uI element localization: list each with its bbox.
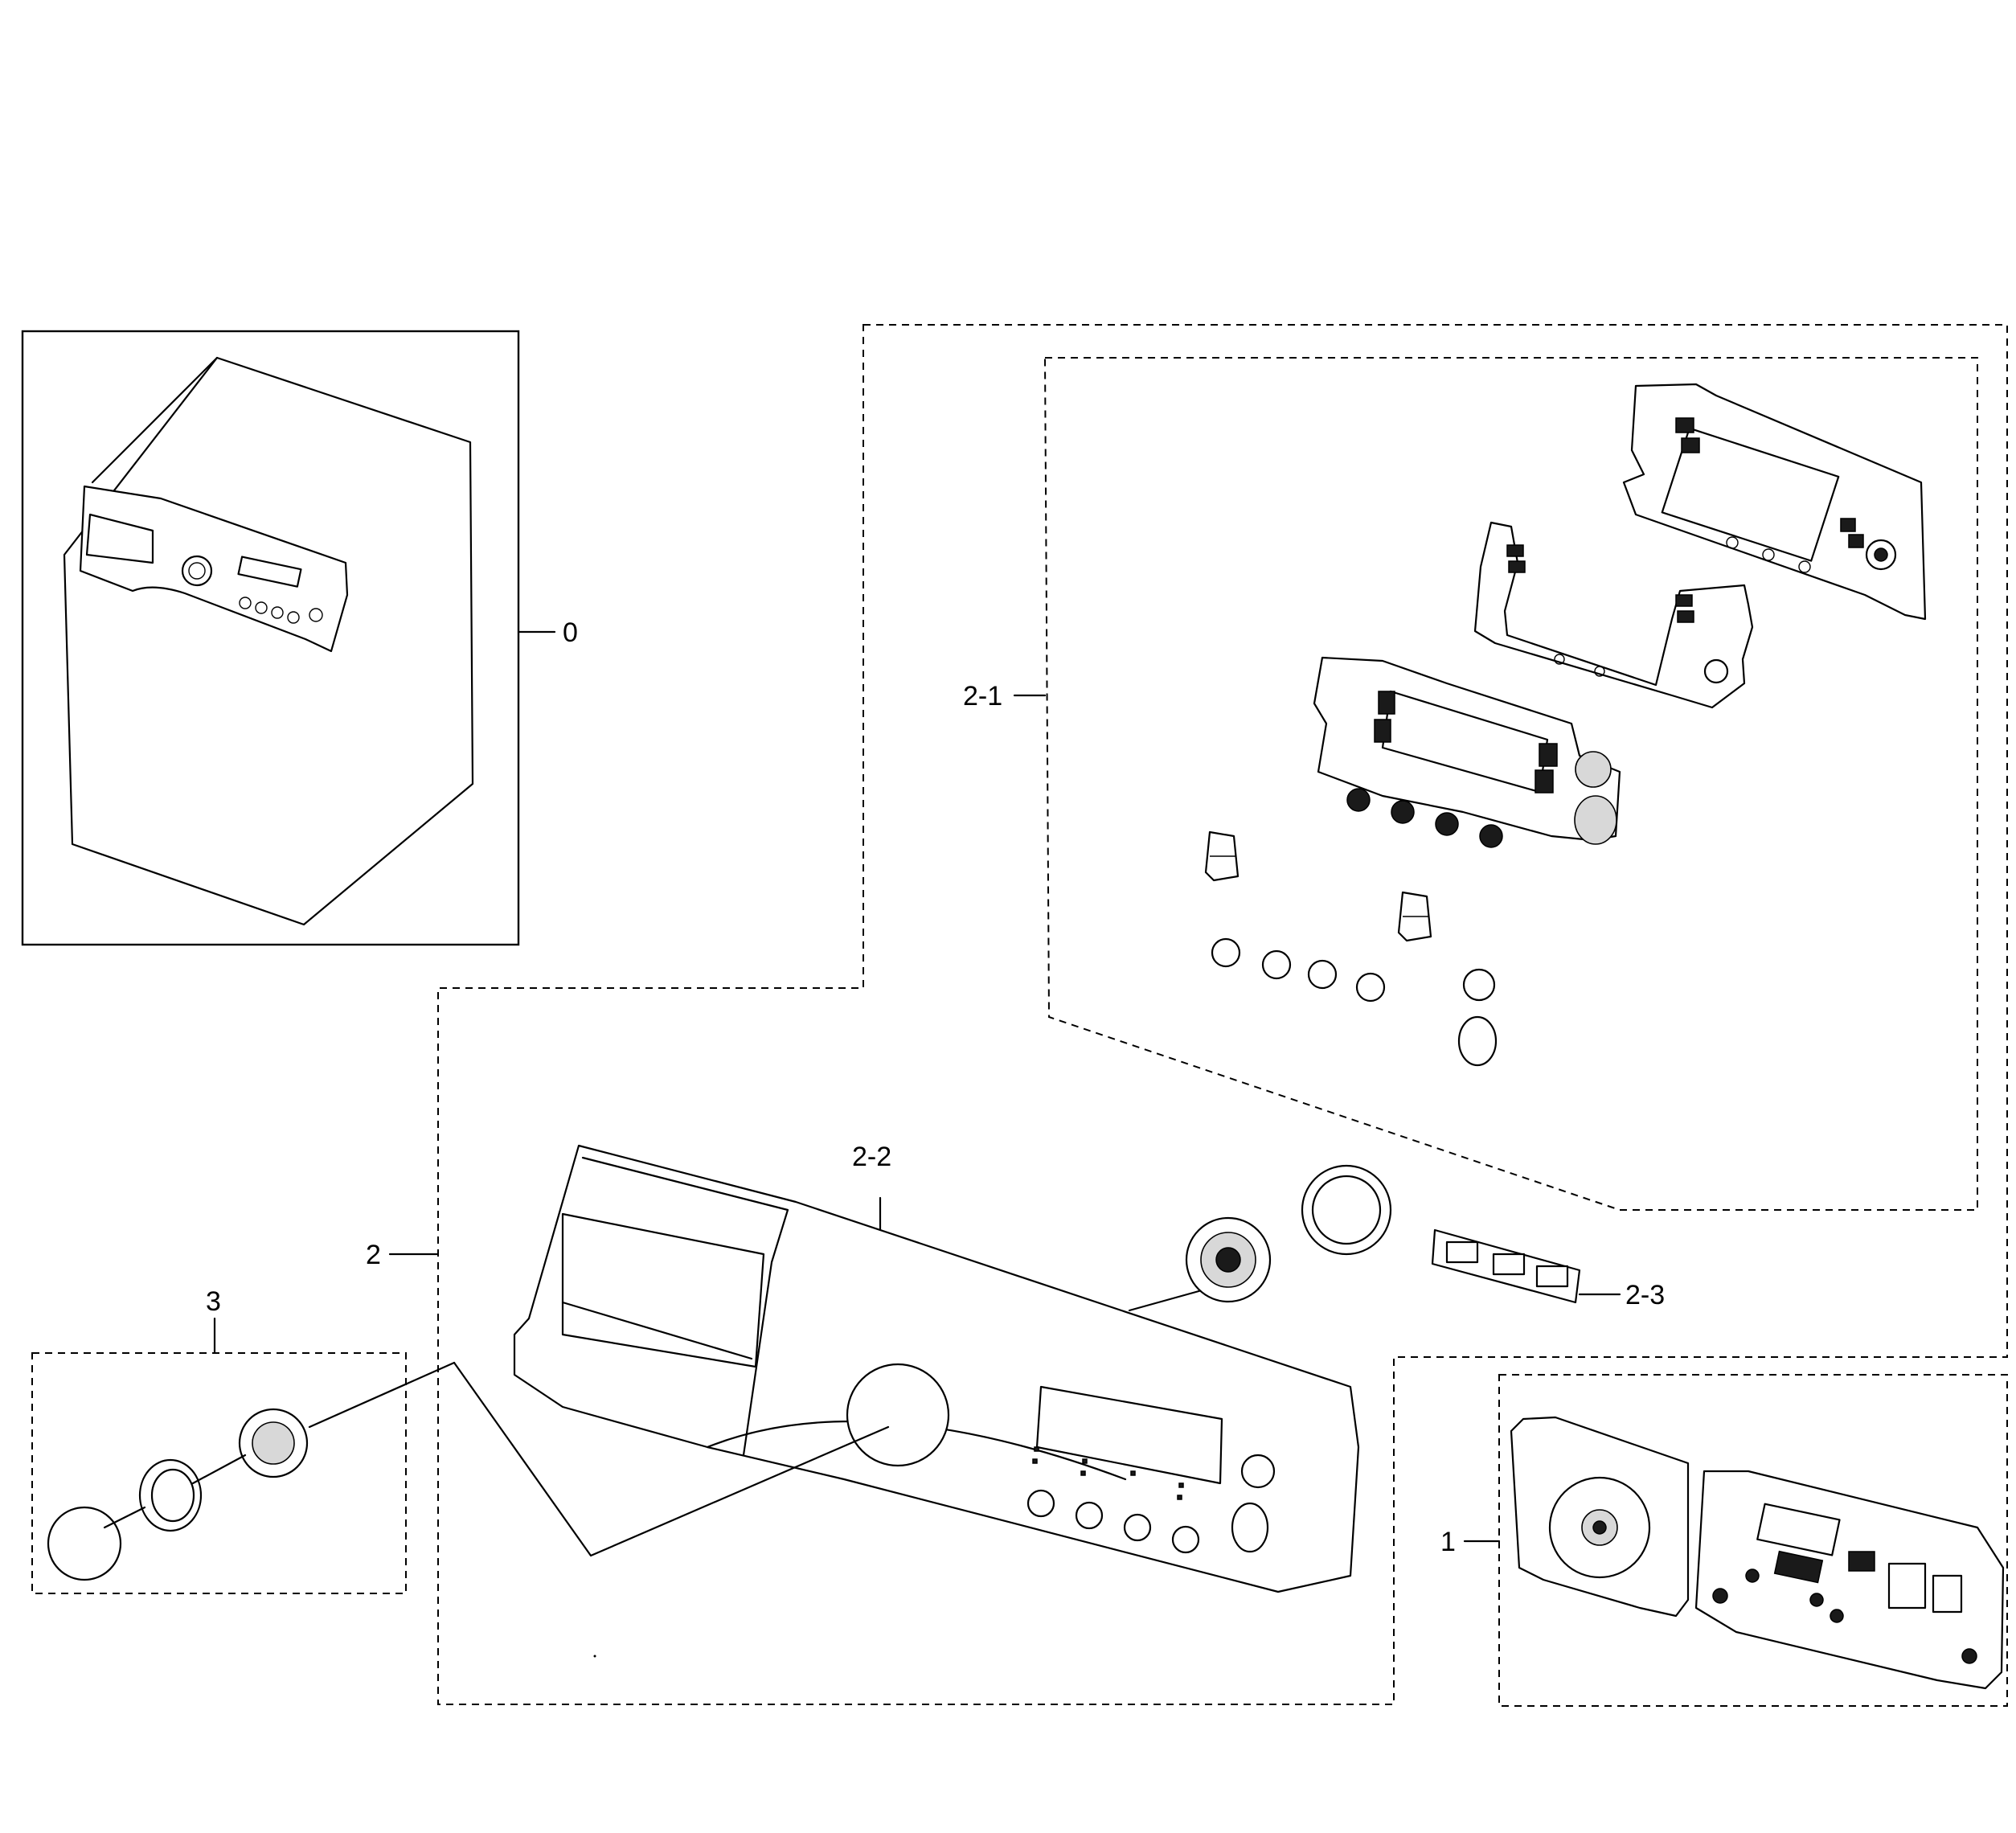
callout-2-2: 2-2 <box>852 1142 891 1172</box>
cabinet-body <box>63 356 474 926</box>
push-button-5 <box>1462 968 1496 1002</box>
callout-2-1: 2-1 <box>963 681 1002 711</box>
callout-1: 1 <box>1440 1527 1456 1557</box>
assembly-0-box <box>21 330 520 946</box>
assembly-1-pcb: 1 <box>1440 1374 2008 1707</box>
cabinet-dial <box>181 555 213 587</box>
push-button-1 <box>1211 937 1241 968</box>
callout-0: 0 <box>563 617 578 648</box>
callout-2: 2 <box>366 1240 381 1270</box>
rear-bracket <box>1622 383 1927 621</box>
push-button-4 <box>1355 972 1386 1003</box>
knob-and-ring: 2-3 <box>1185 1164 1665 1310</box>
callout-2-3: 2-3 <box>1625 1280 1665 1310</box>
display-window <box>1035 1385 1223 1485</box>
frame-plate <box>1473 521 1754 709</box>
assembly-1-outline <box>1498 1374 2008 1707</box>
assembly-2-1: 2-1 <box>963 357 1978 1211</box>
assembly-2-1-outline <box>1043 357 1978 1211</box>
assembly-0-appliance: 0 <box>21 330 578 946</box>
assembly-3-knob: 3 <box>31 1286 456 1594</box>
detergent-drawer-opening <box>561 1212 765 1368</box>
front-bracket <box>1313 656 1621 842</box>
push-button-3 <box>1307 959 1338 990</box>
front-panel-body <box>513 1144 1360 1593</box>
power-button <box>1457 1015 1498 1067</box>
cabinet-control-panel <box>79 485 349 653</box>
assembly-3-outline <box>31 1352 407 1594</box>
control-panel-2-2: 2-2 <box>453 1142 1360 1593</box>
callout-3: 3 <box>206 1286 221 1317</box>
dial-opening <box>846 1363 950 1467</box>
knob-face <box>47 1506 122 1581</box>
push-button-2 <box>1261 949 1292 980</box>
